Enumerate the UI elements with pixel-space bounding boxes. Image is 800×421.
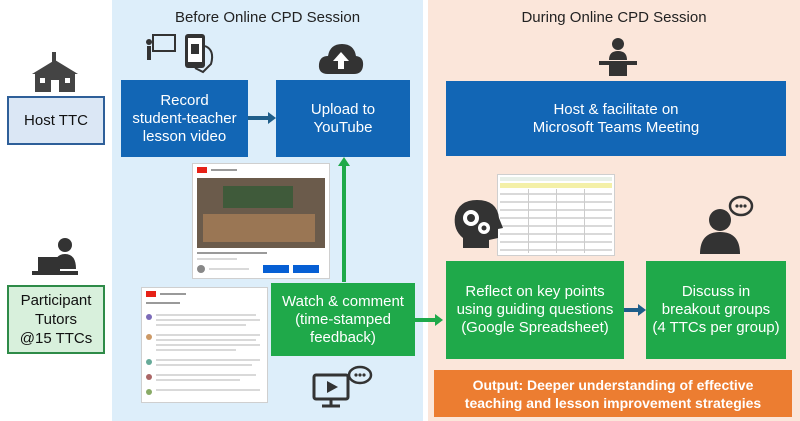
spreadsheet-screenshot: [497, 174, 615, 256]
upload-youtube-box: Upload to YouTube: [276, 80, 410, 157]
head-gears-icon: [454, 200, 503, 248]
laptop-person-icon: [32, 238, 78, 275]
cloud-upload-icon: [318, 44, 364, 74]
before-session-title: Before Online CPD Session: [174, 9, 361, 26]
teacher-phone-icon: [146, 34, 214, 74]
arrow-reflect-to-discuss: [624, 304, 646, 316]
discuss-box: Discuss in breakout groups (4 TTCs per g…: [646, 261, 786, 359]
school-building-icon: [32, 52, 78, 92]
host-ttc-label: Host TTC: [7, 96, 105, 145]
arrow-watch-to-upload: [338, 157, 350, 282]
reflect-box: Reflect on key points using guiding ques…: [446, 261, 624, 359]
video-comment-icon: [312, 365, 373, 408]
output-banner: Output: Deeper understanding of effectiv…: [434, 370, 792, 417]
person-speech-icon: [700, 195, 754, 254]
youtube-comments-screenshot: [141, 287, 268, 403]
podium-speaker-icon: [599, 38, 637, 76]
record-video-box: Record student-teacher lesson video: [121, 80, 248, 157]
watch-comment-box: Watch & comment (time-stamped feedback): [271, 283, 415, 356]
during-session-title: During Online CPD Session: [521, 9, 707, 26]
arrow-watch-to-reflect: [415, 314, 443, 326]
youtube-video-screenshot: [192, 163, 330, 279]
arrow-record-to-upload: [248, 112, 276, 124]
participant-tutors-label: Participant Tutors @15 TTCs: [7, 285, 105, 354]
host-facilitate-box: Host & facilitate on Microsoft Teams Mee…: [446, 81, 786, 156]
